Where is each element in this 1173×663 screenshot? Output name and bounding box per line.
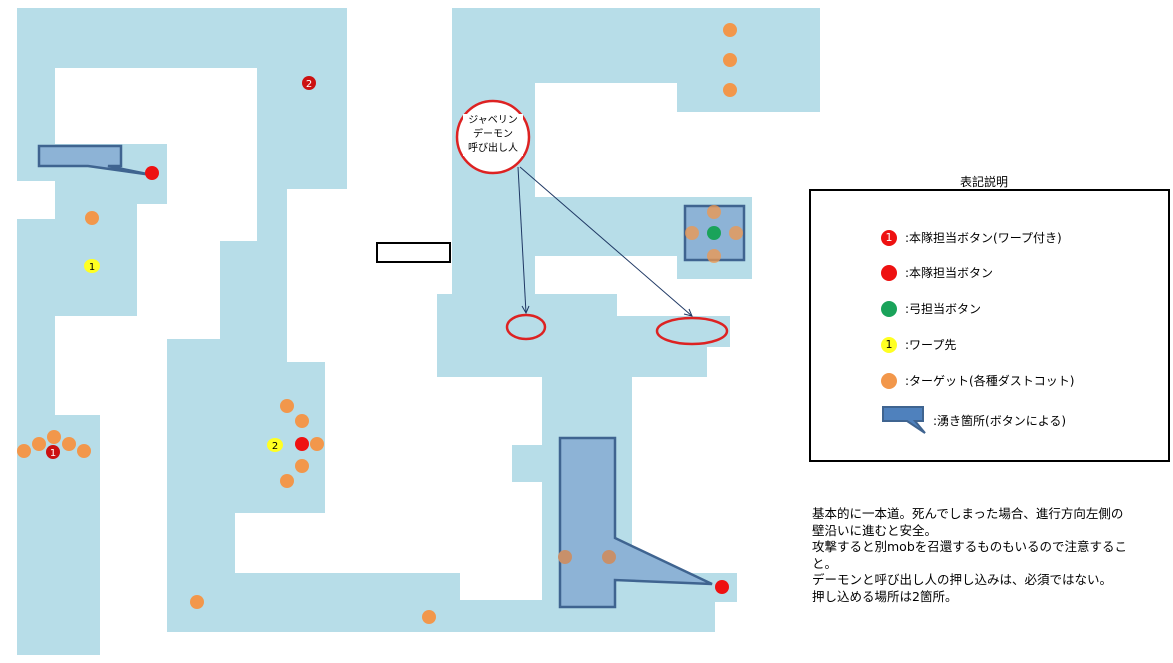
legend-item: :湧き箇所(ボタンによる) [881,405,1066,435]
warp-button-2: 2 [302,76,316,90]
warp-button-1: 1 [46,445,60,459]
note-line: 基本的に一本道。死んでしまった場合、進行方向左側の [812,506,1124,521]
notes: 基本的に一本道。死んでしまった場合、進行方向左側の 壁沿いに進むと安全。 攻撃す… [812,506,1172,605]
push-spot-2 [655,316,729,346]
note-line: 攻撃すると別mobを召還するものもいるので注意するこ [812,539,1128,554]
warp-destination-2: 2 [267,438,283,452]
legend-item: 1 :本隊担当ボタン(ワープ付き) [881,229,1062,246]
note-line: デーモンと呼び出し人の押し込みは、必須ではない。 [812,572,1113,587]
legend-label: :ワープ先 [905,338,957,352]
legend-item: :ターゲット(各種ダストコット) [881,372,1074,389]
spawn-area-south [558,436,713,609]
spawn-area-west [37,144,153,177]
archer-button [707,226,721,240]
note-line: 壁沿いに進むと安全。 [812,522,938,538]
legend-label: :ターゲット(各種ダストコット) [905,374,1075,388]
legend-title: 表記説明 [960,175,1009,189]
legend-label: :湧き箇所(ボタンによる) [933,413,1067,428]
green-circle-icon [881,300,897,317]
legend-item: 1 :ワープ先 [881,336,956,353]
note-line: と。 [812,555,838,571]
callout-line: 呼び出し人 [468,143,518,154]
target-markers [17,23,743,624]
blank-box [376,242,451,263]
orange-circle-icon [881,372,897,389]
note-line: 押し込める場所は2箇所。 [812,588,958,604]
legend-item: :本隊担当ボタン [881,264,993,281]
svg-text:1: 1 [89,262,95,273]
legend-label: :本隊担当ボタン [905,266,994,280]
legend-label: :本隊担当ボタン(ワープ付き) [905,231,1062,245]
svg-text:2: 2 [306,79,312,90]
push-spot-1 [505,313,547,341]
button-markers [145,166,729,594]
push-arrows [517,166,693,317]
blue-callout-shape-icon [882,406,926,434]
red-circle-icon [881,264,897,281]
warp-destination-1: 1 [84,259,100,273]
svg-text:2: 2 [272,441,278,452]
yellow-numbered-circle-icon: 1 [881,336,897,353]
callout-line: デーモン [473,129,513,140]
floor-area [17,8,820,655]
legend: 1 :本隊担当ボタン(ワープ付き) :本隊担当ボタン :弓担当ボタン 1 :ワープ先… [809,189,1170,462]
summoner-callout-label: ジャベリン デーモン 呼び出し人 [463,114,523,156]
legend-label: :弓担当ボタン [905,302,982,316]
legend-item: :弓担当ボタン [881,300,981,317]
callout-line: ジャベリン [468,115,518,126]
red-numbered-circle-icon: 1 [881,229,897,246]
svg-text:1: 1 [50,448,56,459]
